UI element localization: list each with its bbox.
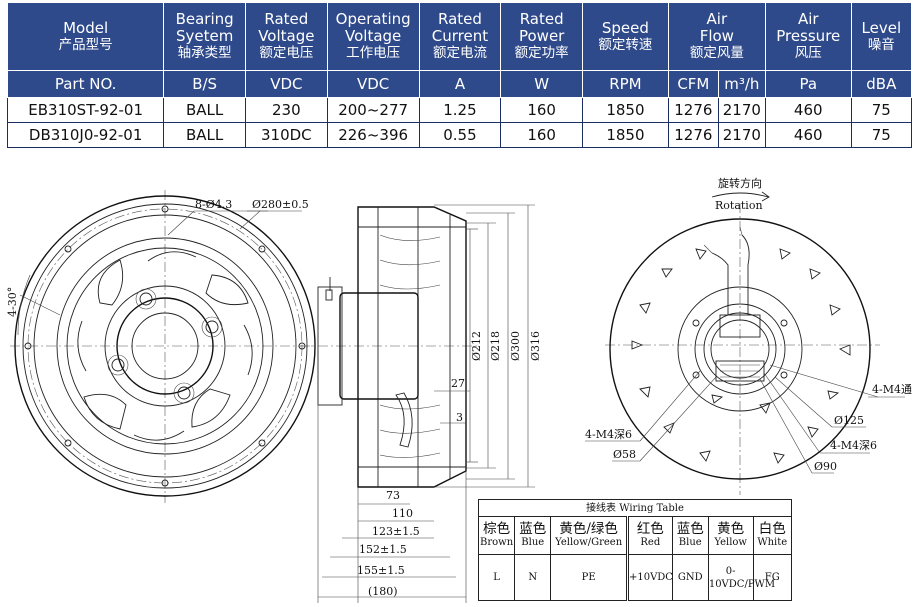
cell-m3h: 2170 <box>717 122 766 148</box>
unit-a: A <box>418 70 502 98</box>
side-dim-180: (180) <box>368 585 398 598</box>
table-row: EB310ST-92-01 BALL 230 200~277 1.25 160 … <box>6 97 913 123</box>
cell-rated-current: 0.55 <box>418 122 502 148</box>
technical-drawings: 8-Ø4.3 Ø280±0.5 4-30° <box>0 165 919 607</box>
side-dim-110: 110 <box>392 507 413 520</box>
side-dim-218: Ø218 <box>489 331 502 361</box>
front-holes-label: 8-Ø4.3 <box>195 198 232 211</box>
front-angle-label: 4-30° <box>6 287 19 317</box>
cell-pressure: 460 <box>764 97 852 123</box>
cell-rated-power: 160 <box>500 97 584 123</box>
unit-pa: Pa <box>764 70 852 98</box>
cell-rated-power: 160 <box>500 122 584 148</box>
side-dim-155: 155±1.5 <box>357 564 405 577</box>
rear-label-m4-depth-right: 4-M4深6 <box>830 439 877 452</box>
unit-dba: dBA <box>850 70 913 98</box>
cell-operating-voltage: 226~396 <box>326 122 420 148</box>
side-dim-73: 73 <box>386 489 400 502</box>
rear-label-d125: Ø125 <box>834 414 864 427</box>
unit-part-no: Part NO. <box>6 70 165 98</box>
side-dim-212: Ø212 <box>470 331 483 361</box>
cell-bearing: BALL <box>163 122 246 148</box>
wire-white-value: FG <box>752 554 793 601</box>
cell-cfm: 1276 <box>667 122 719 148</box>
cell-speed: 1850 <box>582 97 669 123</box>
side-dim-152: 152±1.5 <box>359 543 407 556</box>
cell-model: DB310J0-92-01 <box>6 122 165 148</box>
unit-bs: B/S <box>163 70 246 98</box>
cell-m3h: 2170 <box>717 97 766 123</box>
drawings-svg: 8-Ø4.3 Ø280±0.5 4-30° <box>6 176 912 603</box>
side-dim-123: 123±1.5 <box>372 525 420 538</box>
cell-level: 75 <box>850 122 913 148</box>
unit-m3h: m³/h <box>717 70 766 98</box>
side-dim-300: Ø300 <box>509 331 522 361</box>
side-dim-316: Ø316 <box>529 331 542 361</box>
rotation-en-label: Rotation <box>715 199 763 212</box>
cell-rated-current: 1.25 <box>418 97 502 123</box>
front-view: 8-Ø4.3 Ø280±0.5 4-30° <box>6 190 316 503</box>
wire-blue2-value: GND <box>671 554 709 601</box>
cell-level: 75 <box>850 97 913 123</box>
unit-cfm: CFM <box>667 70 719 98</box>
cell-model: EB310ST-92-01 <box>6 97 165 123</box>
side-dim-27: 27 <box>451 377 465 390</box>
side-view: Ø212 Ø218 Ø300 Ø316 27 3 73 110 123±1.5 … <box>300 204 542 603</box>
rear-view: 旋转方向 Rotation 4-M4通 Ø125 4-M4深6 Ø90 4-M4… <box>585 176 912 495</box>
wiring-title: 接线表 Wiring Table <box>478 499 792 517</box>
cell-rated-voltage: 310DC <box>244 122 328 148</box>
cell-bearing: BALL <box>163 97 246 123</box>
unit-vdc: VDC <box>244 70 328 98</box>
rotation-zh-label: 旋转方向 <box>718 176 762 190</box>
side-dim-3: 3 <box>456 411 463 424</box>
wire-blue-value: N <box>514 554 552 601</box>
wire-red-value: +10VDC <box>625 554 673 601</box>
cell-speed: 1850 <box>582 122 669 148</box>
wire-yellow-green-value: PE <box>550 554 628 601</box>
cell-rated-voltage: 230 <box>244 97 328 123</box>
cell-pressure: 460 <box>764 122 852 148</box>
rear-label-m4-depth-left: 4-M4深6 <box>585 428 632 441</box>
cell-cfm: 1276 <box>667 97 719 123</box>
rear-label-d90: Ø90 <box>814 460 837 473</box>
unit-w: W <box>500 70 584 98</box>
unit-vdc-op: VDC <box>326 70 420 98</box>
front-pcd-label: Ø280±0.5 <box>252 198 309 211</box>
wire-brown-value: L <box>477 554 516 601</box>
rear-label-m4-through: 4-M4通 <box>872 383 912 396</box>
wire-yellow-value: 0-10VDC/PWM <box>707 554 775 601</box>
unit-rpm: RPM <box>582 70 669 98</box>
rear-label-d58: Ø58 <box>613 448 636 461</box>
table-row: DB310J0-92-01 BALL 310DC 226~396 0.55 16… <box>6 122 913 148</box>
cell-operating-voltage: 200~277 <box>326 97 420 123</box>
